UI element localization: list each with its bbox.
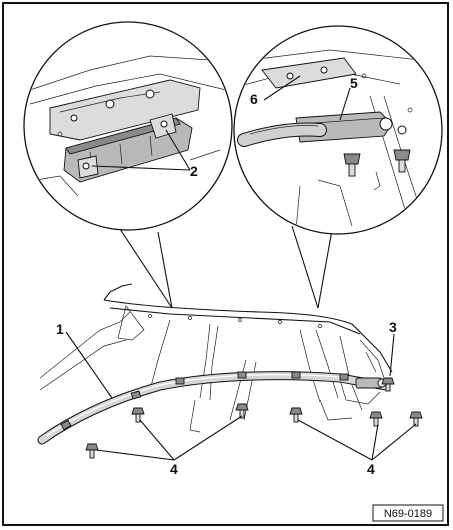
detail-circle-right (233, 25, 443, 309)
callout-3: 3 (389, 319, 397, 335)
bolt-group-right (289, 407, 423, 427)
bolt-icon (381, 377, 395, 392)
callout-4-right: 4 (367, 461, 375, 477)
bolt-icon (131, 407, 145, 423)
bolt-group-left (85, 403, 249, 459)
callout-4-left: 4 (170, 461, 178, 477)
callout-6: 6 (250, 91, 258, 107)
bolt-icon (409, 411, 423, 427)
callout-5: 5 (350, 75, 358, 91)
bolt-icon (85, 443, 99, 459)
reference-code: N69-0189 (384, 508, 432, 520)
reference-code-box: N69-0189 (372, 504, 444, 522)
callout-2: 2 (190, 163, 198, 179)
detail-circle-left (23, 21, 233, 309)
bolt-icon (289, 407, 303, 423)
callout-1: 1 (56, 321, 64, 337)
bolt-icon (369, 411, 383, 427)
bolt-icon (235, 403, 249, 419)
callout-leaders (65, 331, 417, 461)
curtain-airbag-module (37, 371, 391, 445)
